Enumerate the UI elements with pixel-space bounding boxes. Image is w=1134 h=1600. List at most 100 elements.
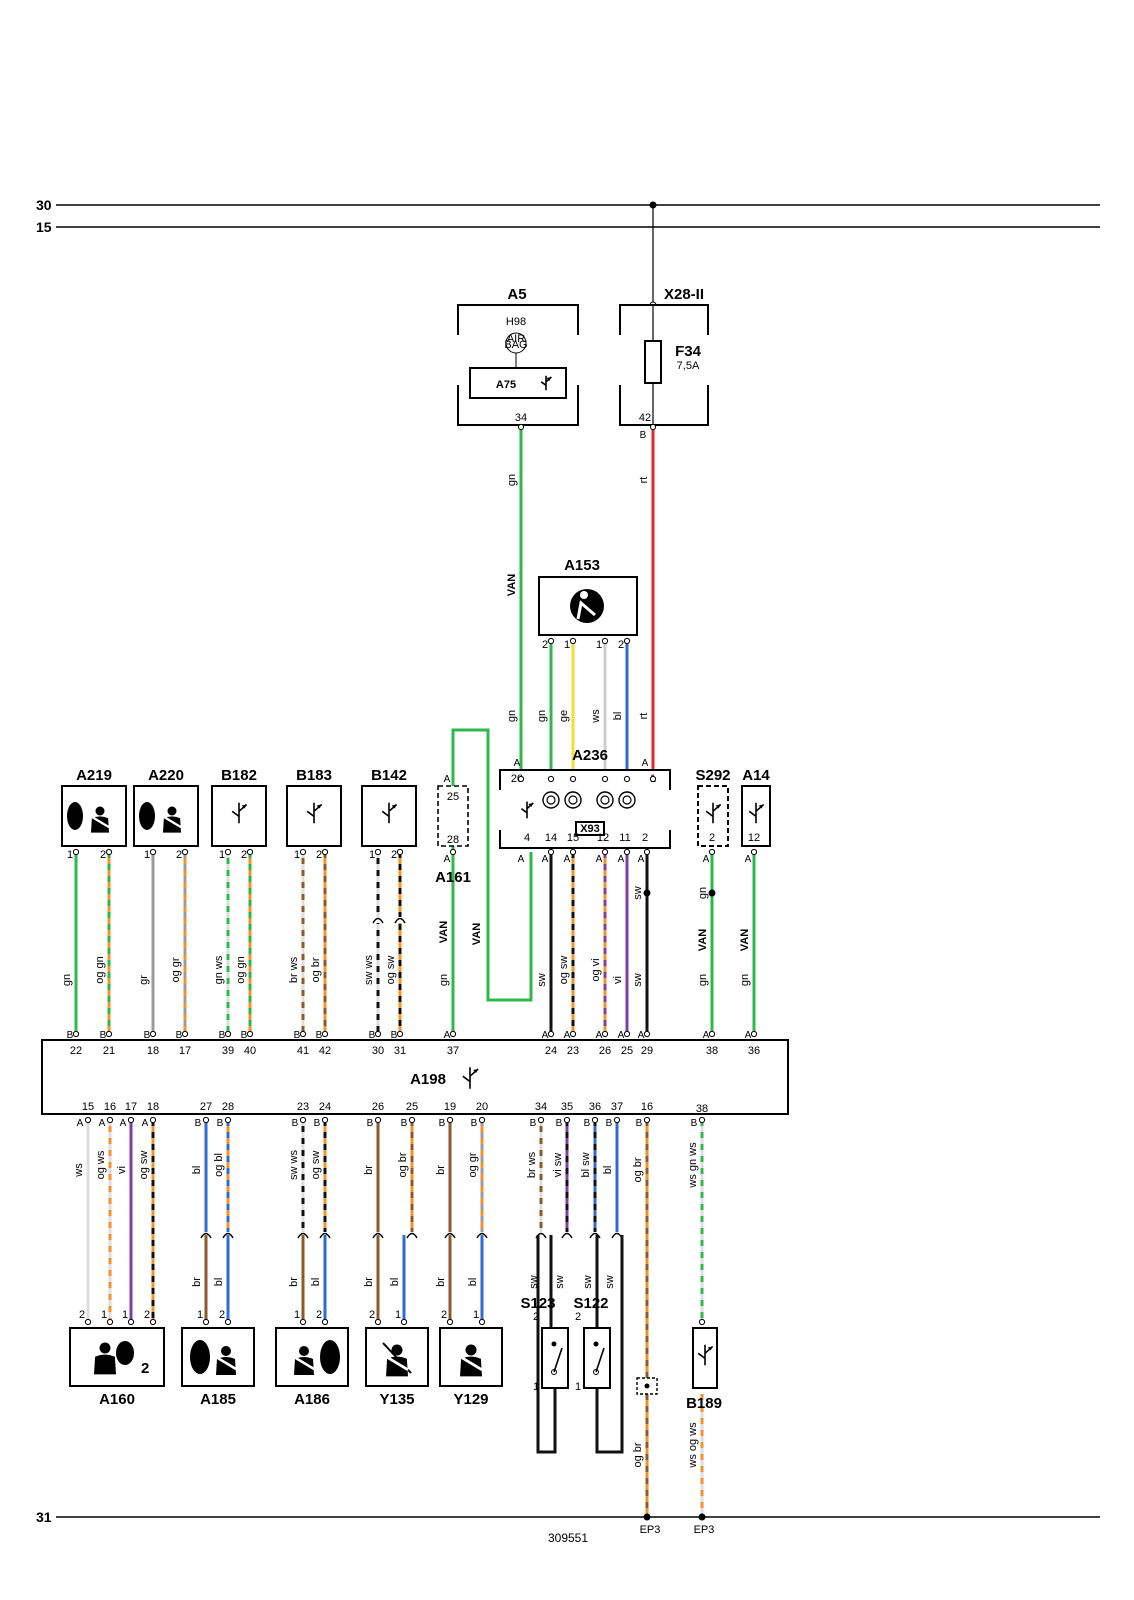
- component-b183: [286, 785, 342, 847]
- seatbelt-icon: [385, 1355, 409, 1371]
- airbag-icon: [139, 802, 155, 830]
- wire-code: vi: [116, 1166, 128, 1174]
- ep3-label-right: EP3: [694, 1524, 715, 1536]
- connector-side: B: [217, 1118, 224, 1129]
- wire-code: bl sw: [580, 1152, 592, 1177]
- component-label-a5: A5: [507, 286, 526, 303]
- wire-code: gn: [438, 974, 450, 986]
- pin-number: 36: [748, 1045, 760, 1057]
- component-a220: [133, 785, 199, 847]
- component-s123: [541, 1327, 569, 1389]
- terminal: [246, 1030, 254, 1038]
- box-gap: [456, 335, 460, 385]
- connector-side: A: [514, 758, 521, 769]
- pin-number: 26: [372, 1101, 384, 1113]
- x93-box: [575, 821, 605, 836]
- connector-side: B: [691, 1118, 698, 1129]
- terminal: [547, 848, 555, 856]
- terminal: [84, 1116, 92, 1124]
- seatbelt-icon: [162, 815, 182, 829]
- connector-side: A: [142, 1118, 149, 1129]
- fuse-rating: 7,5A: [677, 360, 700, 372]
- person-body-icon: [163, 816, 181, 833]
- wire-code: br: [191, 1277, 203, 1287]
- person-head-icon: [167, 806, 177, 816]
- wire-code: vi sw: [552, 1153, 564, 1178]
- x28-box: [619, 304, 709, 426]
- connector-side: B: [401, 1118, 408, 1129]
- crossover-gap: [562, 1232, 572, 1238]
- crossover-gap: [373, 917, 383, 923]
- connector-side: A: [542, 1030, 549, 1041]
- wire-code: ws: [73, 1163, 85, 1178]
- junction-dot: [649, 201, 657, 209]
- s122-wire-code: sw: [582, 1275, 594, 1289]
- pin-number: 2: [709, 832, 715, 844]
- connector-side: B: [471, 1118, 478, 1129]
- terminal: [321, 1030, 329, 1038]
- terminal: [84, 1318, 92, 1326]
- wire-code: gn: [697, 887, 709, 899]
- component-label-a14: A14: [742, 767, 770, 784]
- connector-side: A: [745, 1030, 752, 1041]
- pin-number: 27: [200, 1101, 212, 1113]
- connector-side: B: [369, 1030, 376, 1041]
- pin-number: 1: [596, 639, 602, 651]
- pin-number: 12: [748, 832, 760, 844]
- terminal: [698, 1318, 706, 1326]
- s123-wire-code: sw: [528, 1275, 540, 1289]
- terminal: [149, 1030, 157, 1038]
- connector-side: B: [144, 1030, 151, 1041]
- coil-icon: [622, 795, 632, 805]
- connector-side: A: [444, 1030, 451, 1041]
- component-label-a160: A160: [99, 1391, 135, 1408]
- terminal: [623, 775, 631, 783]
- terminal: [106, 1318, 114, 1326]
- connector-side: B: [219, 1030, 226, 1041]
- wire-code: bl: [213, 1278, 225, 1287]
- wire-code: og gn: [235, 956, 247, 984]
- x93-label: X93: [580, 823, 600, 835]
- terminal: [149, 1116, 157, 1124]
- terminal: [569, 637, 577, 645]
- pin-number: 2: [79, 1309, 85, 1321]
- terminal: [321, 848, 329, 856]
- component-b189: [692, 1327, 718, 1389]
- coil-icon: [546, 795, 556, 805]
- sensor-arrow-icon: [528, 803, 534, 807]
- a75-label: A75: [496, 379, 516, 391]
- sensor-arrow-icon: [546, 377, 552, 381]
- person-body-icon: [294, 1357, 314, 1375]
- switch-lever-icon: [595, 1347, 605, 1373]
- pin-number: 2: [316, 1309, 322, 1321]
- terminal: [601, 848, 609, 856]
- terminal: [517, 775, 525, 783]
- connector-side: A: [444, 854, 451, 865]
- pin-number: 2: [575, 1311, 581, 1323]
- switch-contact-icon: [593, 1341, 599, 1347]
- pin-number: 25: [621, 1045, 633, 1057]
- terminal: [149, 1318, 157, 1326]
- connector-side: A: [618, 1030, 625, 1041]
- coil-icon: [568, 795, 578, 805]
- pin-number: 36: [589, 1101, 601, 1113]
- terminal: [72, 1030, 80, 1038]
- wire-code: ge: [558, 710, 570, 722]
- wire-code: gn ws: [213, 955, 225, 984]
- pin-number: 16: [104, 1101, 116, 1113]
- pin-number: 25: [447, 791, 459, 803]
- pin-number: 25: [406, 1101, 418, 1113]
- component-a219: [61, 785, 127, 847]
- pin-number: 30: [372, 1045, 384, 1057]
- airbag-icon: [67, 802, 83, 830]
- pin-number: 14: [545, 832, 557, 844]
- connector-dot: [644, 1383, 650, 1389]
- wire-code: br: [288, 1277, 300, 1287]
- component-label-a185: A185: [200, 1391, 236, 1408]
- pin-number: 2: [241, 849, 247, 861]
- pin-number: 34: [535, 1101, 547, 1113]
- box-gap: [668, 790, 672, 830]
- connector-side: A: [518, 854, 525, 865]
- connector-side: A: [596, 854, 603, 865]
